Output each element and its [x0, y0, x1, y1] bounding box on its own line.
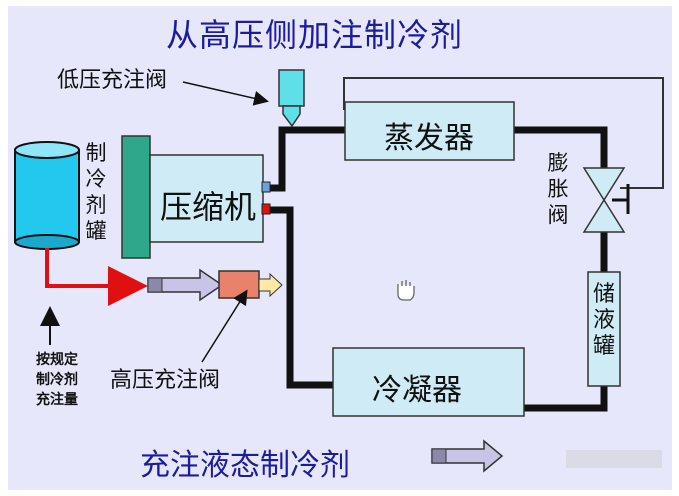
pipe-evaporator-to-expansion	[514, 126, 608, 170]
compressor	[121, 135, 271, 259]
refrigerant-pipes	[266, 126, 608, 412]
pipe-compressor-to-evaporator	[266, 126, 345, 192]
page-title: 从高压侧加注制冷剂	[166, 16, 464, 54]
pipe-condenser-to-compressor	[266, 206, 333, 389]
high-pressure-valve-label: 高压充注阀	[110, 368, 221, 393]
low-pressure-valve-label: 低压充注阀	[57, 68, 168, 93]
hand-cursor-icon	[397, 280, 415, 301]
charge-note-line-2: 制冷剂	[36, 372, 78, 388]
low-valve-leader	[182, 81, 269, 106]
low-pressure-valve	[278, 69, 305, 128]
receiver-label: 储液罐	[592, 282, 615, 359]
charging-line	[45, 248, 148, 306]
expansion-valve-label: 膨胀阀	[547, 151, 569, 227]
expansion-valve	[582, 167, 630, 233]
charge-note-line-3: 充注量	[36, 392, 78, 408]
watermark-blur	[566, 450, 662, 468]
refrigerant-tank	[14, 141, 80, 250]
high-valve-leader	[201, 289, 248, 363]
refrigerant-tank-label: 制冷剂罐	[85, 141, 107, 243]
compressor-label: 压缩机	[160, 188, 257, 226]
subtitle: 充注液态制冷剂	[140, 448, 350, 483]
condenser-label: 冷凝器	[372, 373, 462, 408]
receiver-drier	[587, 271, 621, 387]
evaporator-label: 蒸发器	[384, 121, 474, 156]
high-pressure-valve	[218, 270, 283, 299]
sensing-line	[343, 77, 664, 189]
charging-hose-arrow	[147, 268, 224, 302]
charge-note-line-1: 按规定	[36, 352, 78, 368]
charge-amount-note: 按规定 制冷剂 充注量	[22, 350, 92, 410]
flow-direction-arrow	[431, 439, 504, 473]
condenser	[332, 347, 525, 417]
pipe-receiver-to-condenser	[524, 386, 608, 412]
evaporator	[344, 101, 515, 161]
